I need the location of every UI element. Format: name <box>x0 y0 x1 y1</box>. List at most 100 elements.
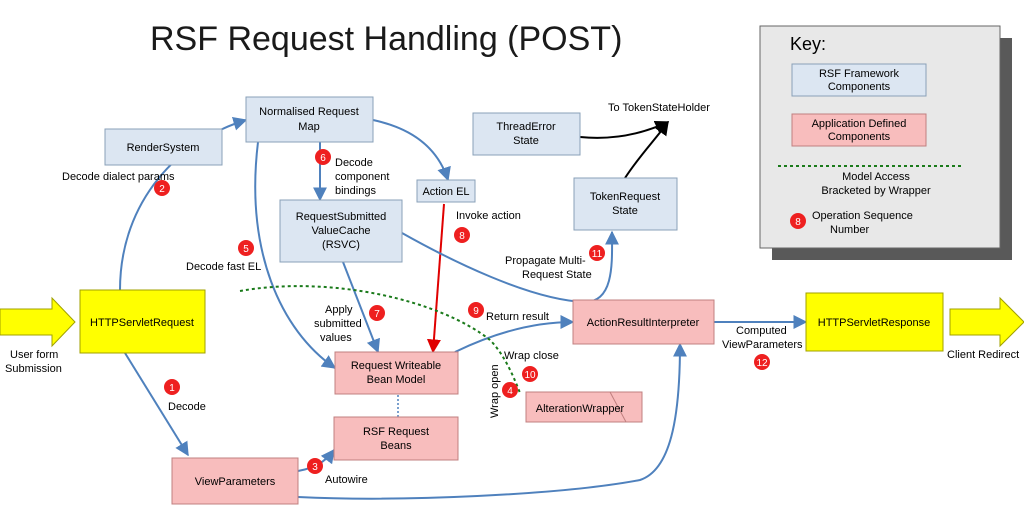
thread-error-line2: State <box>513 135 539 147</box>
step-7-number: 7 <box>374 309 380 320</box>
normalised-request-map-line2: Map <box>298 121 319 133</box>
bean-model-line1: Request Writeable <box>351 360 441 372</box>
decode-component-bindings-line3: bindings <box>335 185 376 197</box>
view-parameters-label: ViewParameters <box>195 476 276 488</box>
client-redirect-label: Client Redirect <box>947 349 1019 361</box>
legend-title: Key: <box>790 34 826 54</box>
to-token-state-holder-label: To TokenStateHolder <box>608 102 710 114</box>
step-6-number: 6 <box>320 153 326 164</box>
legend-application-line2: Components <box>828 131 891 143</box>
computed-view-parameters-line1: Computed <box>736 325 787 337</box>
action-el-label: Action EL <box>422 186 469 198</box>
legend-sequence-number: 8 <box>795 217 801 228</box>
step-3-number: 3 <box>312 462 318 473</box>
rsvc-line3: (RSVC) <box>322 239 360 251</box>
node-alteration-wrapper: AlterationWrapper <box>525 391 643 423</box>
rsf-request-beans-line1: RSF Request <box>363 426 429 438</box>
input-arrow <box>0 296 76 348</box>
return-result-label: Return result <box>486 311 549 323</box>
wrap-open-label: Wrap open <box>489 364 501 418</box>
step-9-number: 9 <box>473 306 479 317</box>
rsvc-line1: RequestSubmitted <box>296 211 387 223</box>
step-5-number: 5 <box>243 244 249 255</box>
output-arrow <box>949 296 1024 348</box>
decode-component-bindings-line1: Decode <box>335 157 373 169</box>
rsvc-line2: ValueCache <box>311 225 370 237</box>
step-markers: 1 2 3 4 5 6 7 8 9 10 11 12 <box>154 149 770 474</box>
legend: Key: RSF Framework Components Applicatio… <box>759 25 1012 260</box>
legend-framework-line2: Components <box>828 81 891 93</box>
node-thread-error-state: ThreadError State <box>472 112 581 156</box>
node-action-result-interpreter: ActionResultInterpreter <box>572 299 715 345</box>
edge-invoke-action <box>426 203 445 354</box>
user-form-submission-line1: User form <box>10 349 58 361</box>
node-view-parameters: ViewParameters <box>171 457 299 505</box>
legend-application-line1: Application Defined <box>812 118 907 130</box>
diagram-title: RSF Request Handling (POST) <box>150 20 622 58</box>
wrapper-bracket-line <box>239 285 521 394</box>
node-http-servlet-response: HTTPServletResponse <box>805 292 944 352</box>
propagate-state-line2: Request State <box>522 269 592 281</box>
legend-model-access-line2: Bracketed by Wrapper <box>821 185 931 197</box>
step-5-circle <box>238 240 254 256</box>
node-render-system: RenderSystem <box>104 128 223 166</box>
invoke-action-label: Invoke action <box>456 210 521 222</box>
step-7-circle <box>369 305 385 321</box>
edge-map-to-action-el <box>372 119 451 182</box>
edge-decode <box>124 352 189 457</box>
node-token-request-state: TokenRequest State <box>573 177 678 231</box>
step-8-number: 8 <box>459 231 465 242</box>
edge-token-request-to-token-holder <box>624 120 669 179</box>
edge-viewparams-to-interpreter <box>297 342 687 500</box>
step-11-circle <box>589 245 605 261</box>
step-10-circle <box>522 366 538 382</box>
decode-label: Decode <box>168 401 206 413</box>
edge-apply-submitted-values <box>342 261 380 354</box>
action-result-interpreter-label: ActionResultInterpreter <box>587 317 700 329</box>
node-action-el: Action EL <box>416 179 476 203</box>
user-form-submission-line2: Submission <box>5 363 62 375</box>
step-11-number: 11 <box>592 249 603 260</box>
node-request-submitted-value-cache: RequestSubmitted ValueCache (RSVC) <box>279 199 403 263</box>
legend-framework-line1: RSF Framework <box>819 68 900 80</box>
step-9-circle <box>468 302 484 318</box>
step-4-circle <box>502 382 518 398</box>
apply-submitted-values-line3: values <box>320 332 352 344</box>
wrap-close-label: Wrap close <box>504 350 559 362</box>
step-3-circle <box>307 458 323 474</box>
step-8-circle <box>454 227 470 243</box>
rsf-request-beans-line2: Beans <box>380 440 412 452</box>
edge-thread-error-to-token-holder <box>579 120 670 139</box>
legend-model-access-line1: Model Access <box>842 171 910 183</box>
thread-error-line1: ThreadError <box>496 121 556 133</box>
autowire-label: Autowire <box>325 474 368 486</box>
alteration-wrapper-label: AlterationWrapper <box>536 403 625 415</box>
apply-submitted-values-line1: Apply <box>325 304 353 316</box>
node-rsf-request-beans: RSF Request Beans <box>333 416 459 461</box>
node-request-writeable-bean-model: Request Writeable Bean Model <box>334 351 459 395</box>
bean-model-line2: Bean Model <box>367 374 426 386</box>
apply-submitted-values-line2: submitted <box>314 318 362 330</box>
step-12-circle <box>754 354 770 370</box>
legend-sequence-line2: Number <box>830 224 869 236</box>
legend-sequence-circle <box>790 213 806 229</box>
step-1-circle <box>164 379 180 395</box>
decode-fast-el-label: Decode fast EL <box>186 261 261 273</box>
step-4-number: 4 <box>507 386 513 397</box>
decode-component-bindings-line2: component <box>335 171 389 183</box>
legend-framework-swatch <box>791 63 927 97</box>
legend-application-swatch <box>791 113 927 147</box>
token-request-line1: TokenRequest <box>590 191 660 203</box>
decode-dialect-params-label: Decode dialect params <box>62 171 175 183</box>
step-1-number: 1 <box>169 383 175 394</box>
http-servlet-response-label: HTTPServletResponse <box>818 317 931 329</box>
edge-decode-fast-el <box>254 141 337 369</box>
legend-sequence-line1: Operation Sequence <box>812 210 913 222</box>
step-2-number: 2 <box>159 184 165 195</box>
computed-view-parameters-line2: ViewParameters <box>722 339 803 351</box>
normalised-request-map-line1: Normalised Request <box>259 106 359 118</box>
step-2-circle <box>154 180 170 196</box>
step-10-number: 10 <box>524 370 536 381</box>
propagate-state-line1: Propagate Multi- <box>505 255 586 267</box>
edge-return-result <box>454 315 575 353</box>
